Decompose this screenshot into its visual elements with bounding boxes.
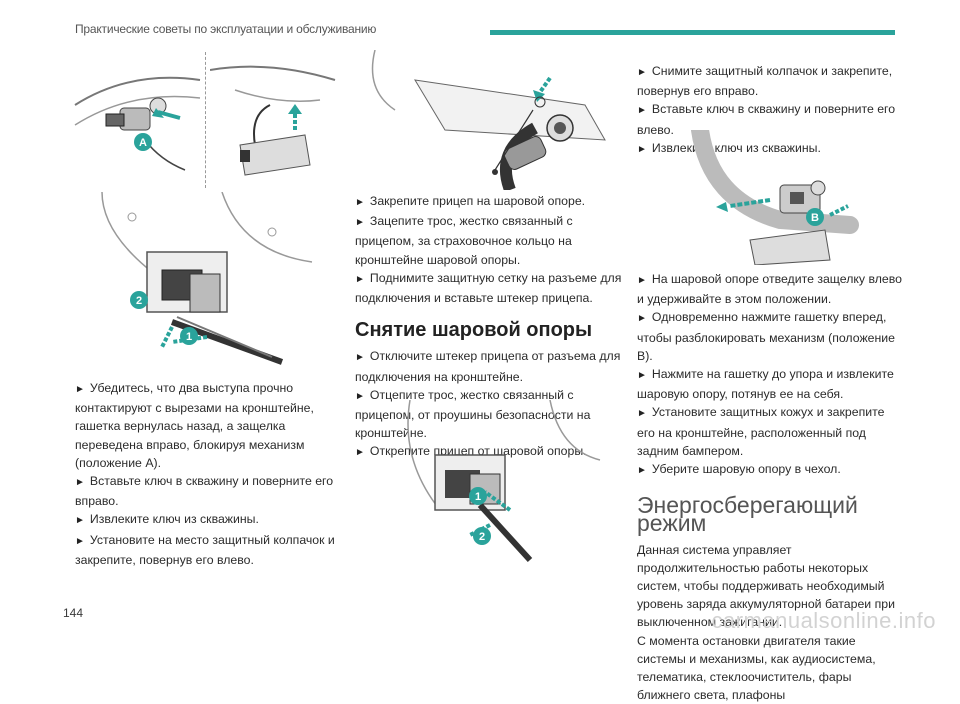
- figure-cap-turn: [210, 65, 336, 176]
- bullet-triangle-icon: ►: [355, 352, 365, 364]
- bullet-triangle-icon: ►: [637, 67, 647, 78]
- col1-bullet-1: ►Убедитесь, что два выступа прочно конта…: [75, 381, 314, 470]
- bullet-triangle-icon: ►: [75, 384, 85, 395]
- col2-bullet-3: ►Поднимите защитную сетку на разъеме для…: [355, 270, 622, 306]
- header-accent-bar: [490, 30, 895, 35]
- page-header-title: Практические советы по эксплуатации и об…: [75, 22, 377, 36]
- bullet-triangle-icon: ►: [75, 477, 85, 489]
- col2-bullet-6: ►Открепите прицеп от шаровой опоры.: [355, 444, 587, 459]
- figure-disconnect-plug: 1 2: [407, 400, 601, 563]
- column-3-text-bottom: ►На шаровой опоре отведите защелку влево…: [637, 270, 905, 704]
- bullet-triangle-icon: ►: [637, 105, 647, 117]
- figure-label-2: 2: [136, 295, 142, 307]
- col2-bullet-1: ►Закрепите прицеп на шаровой опоре.: [355, 194, 586, 208]
- column-3-text-top: ►Снимите защитный колпачок и закрепите, …: [637, 62, 905, 159]
- col2-bullet-2: ►Зацепите трос, жестко связанный с прице…: [355, 214, 573, 267]
- bullet-triangle-icon: ►: [355, 197, 365, 208]
- bullet-triangle-icon: ►: [75, 535, 85, 547]
- figure-label-a: A: [139, 137, 147, 149]
- column-1-text: ►Убедитесь, что два выступа прочно конта…: [75, 379, 343, 569]
- col3-bullet-5: ►Одновременно нажмите гашетку вперед, чт…: [637, 310, 896, 363]
- watermark: carmanualsonline.info: [711, 608, 936, 633]
- section-title-removal: Снятие шаровой опоры: [355, 319, 593, 342]
- section-title-energy-saving: Энергосберегающий режим: [637, 492, 858, 537]
- figure-divider: [205, 52, 206, 188]
- bullet-triangle-icon: ►: [355, 447, 365, 459]
- col1-bullet-2: ►Вставьте ключ в скважину и поверните ег…: [75, 474, 334, 509]
- figure2-label-2: 2: [479, 531, 485, 543]
- bullet-triangle-icon: ►: [355, 273, 365, 285]
- bullet-triangle-icon: ►: [637, 143, 647, 155]
- figure-tow-hitch-key: 2 1: [101, 192, 313, 365]
- col3-bullet-2: ►Вставьте ключ в скважину и поверните ег…: [637, 102, 896, 137]
- col2-bullet-4: ►Отключите штекер прицепа от разъема для…: [355, 349, 621, 384]
- col3-bullet-1: ►Снимите защитный колпачок и закрепите, …: [637, 64, 893, 99]
- bullet-triangle-icon: ►: [75, 515, 85, 527]
- col3-bullet-8: ►Уберите шаровую опору в чехол.: [637, 462, 841, 477]
- bullet-triangle-icon: ►: [637, 370, 647, 382]
- col3-paragraph-1: Данная система управляет продолжительнос…: [637, 542, 895, 630]
- col1-bullet-3: ►Извлеките ключ из скважины.: [75, 512, 259, 527]
- figure2-label-1: 1: [475, 491, 481, 503]
- bullet-triangle-icon: ►: [637, 465, 647, 477]
- col3-bullet-6: ►Нажмите на гашетку до упора и извлеките…: [637, 367, 894, 402]
- page-number: 144: [63, 606, 84, 620]
- col3-bullet-4: ►На шаровой опоре отведите защелку влево…: [637, 272, 902, 307]
- bullet-triangle-icon: ►: [637, 408, 647, 420]
- figure-ball-joint-release-b: B: [691, 130, 859, 265]
- figure-ball-joint-lock-a: A: [74, 76, 201, 171]
- bullet-triangle-icon: ►: [637, 275, 647, 286]
- bullet-triangle-icon: ►: [637, 313, 647, 325]
- bullet-triangle-icon: ►: [355, 217, 365, 229]
- col1-bullet-4: ►Установите на место защитный колпачок и…: [75, 532, 335, 567]
- figure-label-1: 1: [186, 331, 192, 343]
- col3-paragraph-2: С момента остановки двигателя такие сист…: [637, 633, 876, 703]
- figure-label-b: B: [811, 212, 819, 224]
- col3-bullet-7: ►Установите защитных кожух и закрепите е…: [637, 405, 885, 458]
- figure-trailer-connect: [371, 50, 606, 190]
- bullet-triangle-icon: ►: [355, 390, 365, 402]
